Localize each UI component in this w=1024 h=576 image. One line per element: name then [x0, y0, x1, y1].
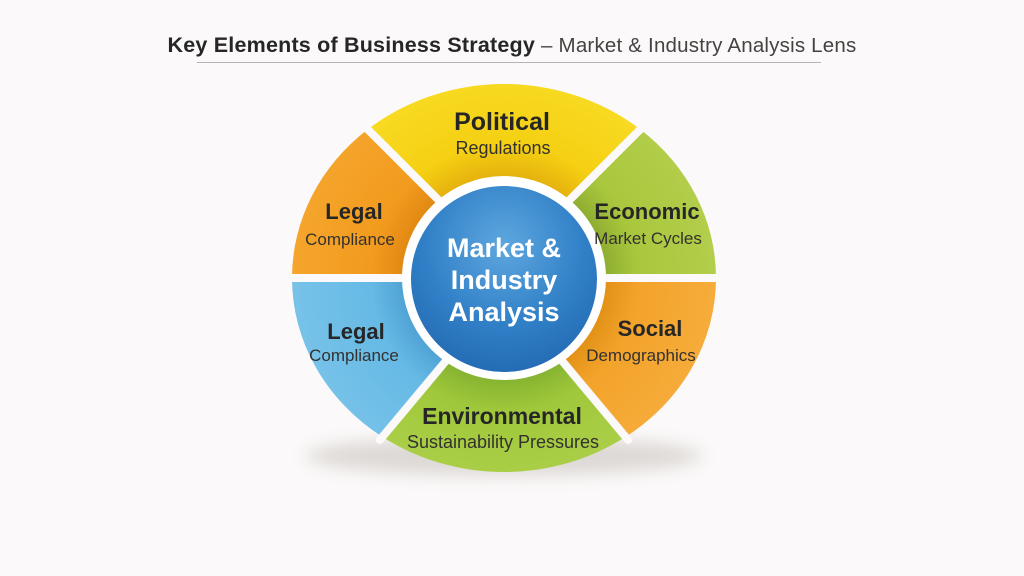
segment-legal-lower	[292, 278, 447, 437]
segment-environmental	[382, 360, 626, 472]
page-title: Key Elements of Business Strategy – Mark…	[0, 33, 1024, 58]
economic-label: Economic	[594, 199, 699, 224]
segment-social	[561, 278, 716, 437]
center-label: Market & Industry Analysis	[447, 233, 561, 327]
segment-gaps	[283, 122, 725, 444]
center-line-1: Market &	[447, 233, 561, 263]
segment-labels: Political Regulations Economic Market Cy…	[305, 108, 702, 452]
center-line-2: Industry	[451, 265, 558, 295]
page-title-main: Key Elements of Business Strategy	[167, 33, 535, 57]
title-divider	[197, 62, 821, 63]
center-circle	[411, 186, 597, 372]
page-title-subtitle: – Market & Industry Analysis Lens	[541, 34, 857, 57]
wheel-segments	[292, 83, 716, 472]
legal-lower-sublabel: Compliance	[309, 346, 399, 365]
political-label: Political	[454, 108, 550, 136]
environmental-label: Environmental	[422, 403, 582, 429]
economic-sublabel: Market Cycles	[594, 229, 702, 248]
center-white-ring	[402, 176, 606, 380]
social-sublabel: Demographics	[586, 346, 696, 365]
gap-line	[557, 122, 648, 212]
gap-line	[551, 349, 633, 444]
legal-lower-label: Legal	[327, 319, 384, 344]
environmental-sublabel: Sustainability Pressures	[407, 432, 599, 452]
legal-upper-sublabel: Compliance	[305, 230, 395, 249]
gap-line	[360, 122, 451, 212]
social-label: Social	[618, 316, 683, 341]
gap-line	[375, 349, 457, 444]
political-sublabel: Regulations	[455, 138, 550, 158]
legal-upper-label: Legal	[325, 199, 382, 224]
center-line-3: Analysis	[448, 297, 559, 327]
segment-political	[367, 83, 641, 201]
